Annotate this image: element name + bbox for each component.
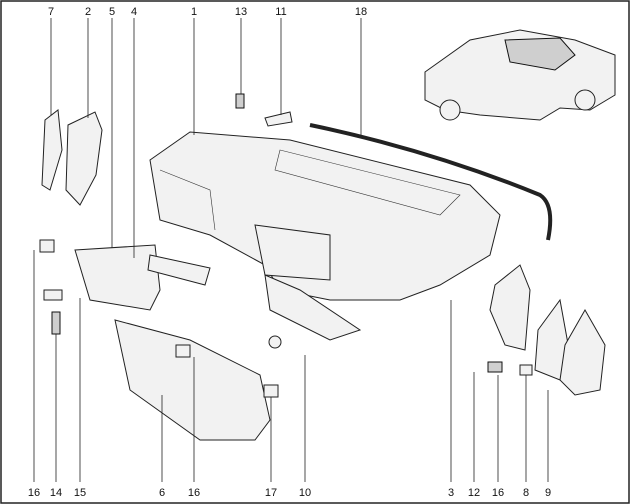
callout-5: 5 <box>109 6 115 18</box>
callout-2: 2 <box>85 6 91 18</box>
callout-16: 16 <box>492 487 504 499</box>
callout-14: 14 <box>50 487 62 499</box>
bracket-left <box>41 109 63 191</box>
callouts-bottom: 16 14 15 6 16 17 10 3 12 16 8 9 <box>28 487 551 499</box>
callout-1: 1 <box>191 6 197 18</box>
callout-3: 3 <box>448 487 454 499</box>
callouts-top: 7 2 5 4 1 13 11 18 <box>48 6 367 18</box>
callout-15: 15 <box>74 487 86 499</box>
clip-17 <box>263 384 279 398</box>
screw-13 <box>235 93 245 109</box>
side-bracket <box>489 264 531 351</box>
callout-16: 16 <box>188 487 200 499</box>
cover-11 <box>264 111 293 127</box>
callout-10: 10 <box>299 487 311 499</box>
screw-14 <box>51 311 61 335</box>
callout-12: 12 <box>468 487 480 499</box>
leader-lines <box>33 18 549 482</box>
callout-6: 6 <box>159 487 165 499</box>
clip-16-left <box>39 239 55 253</box>
clip-15 <box>43 289 63 301</box>
callout-18: 18 <box>355 6 367 18</box>
clip-16-right <box>519 364 533 376</box>
side-cover-9 <box>559 308 606 396</box>
clip-16-center <box>175 344 191 358</box>
callout-13: 13 <box>235 6 247 18</box>
trim-strip <box>309 123 553 241</box>
callout-17: 17 <box>265 487 277 499</box>
plug <box>268 335 282 349</box>
screw-12 <box>487 361 503 373</box>
callout-16: 16 <box>28 487 40 499</box>
bracket-center <box>65 111 103 206</box>
cluster-trim <box>147 254 211 286</box>
callout-11: 11 <box>275 6 286 18</box>
callout-4: 4 <box>131 6 137 18</box>
callout-7: 7 <box>48 6 54 18</box>
instrument-cluster-hood <box>74 244 161 311</box>
callout-8: 8 <box>523 487 529 499</box>
car-inset <box>424 29 616 121</box>
dashboard-panel <box>149 131 501 341</box>
callout-9: 9 <box>545 487 551 499</box>
lower-panel <box>114 319 271 441</box>
